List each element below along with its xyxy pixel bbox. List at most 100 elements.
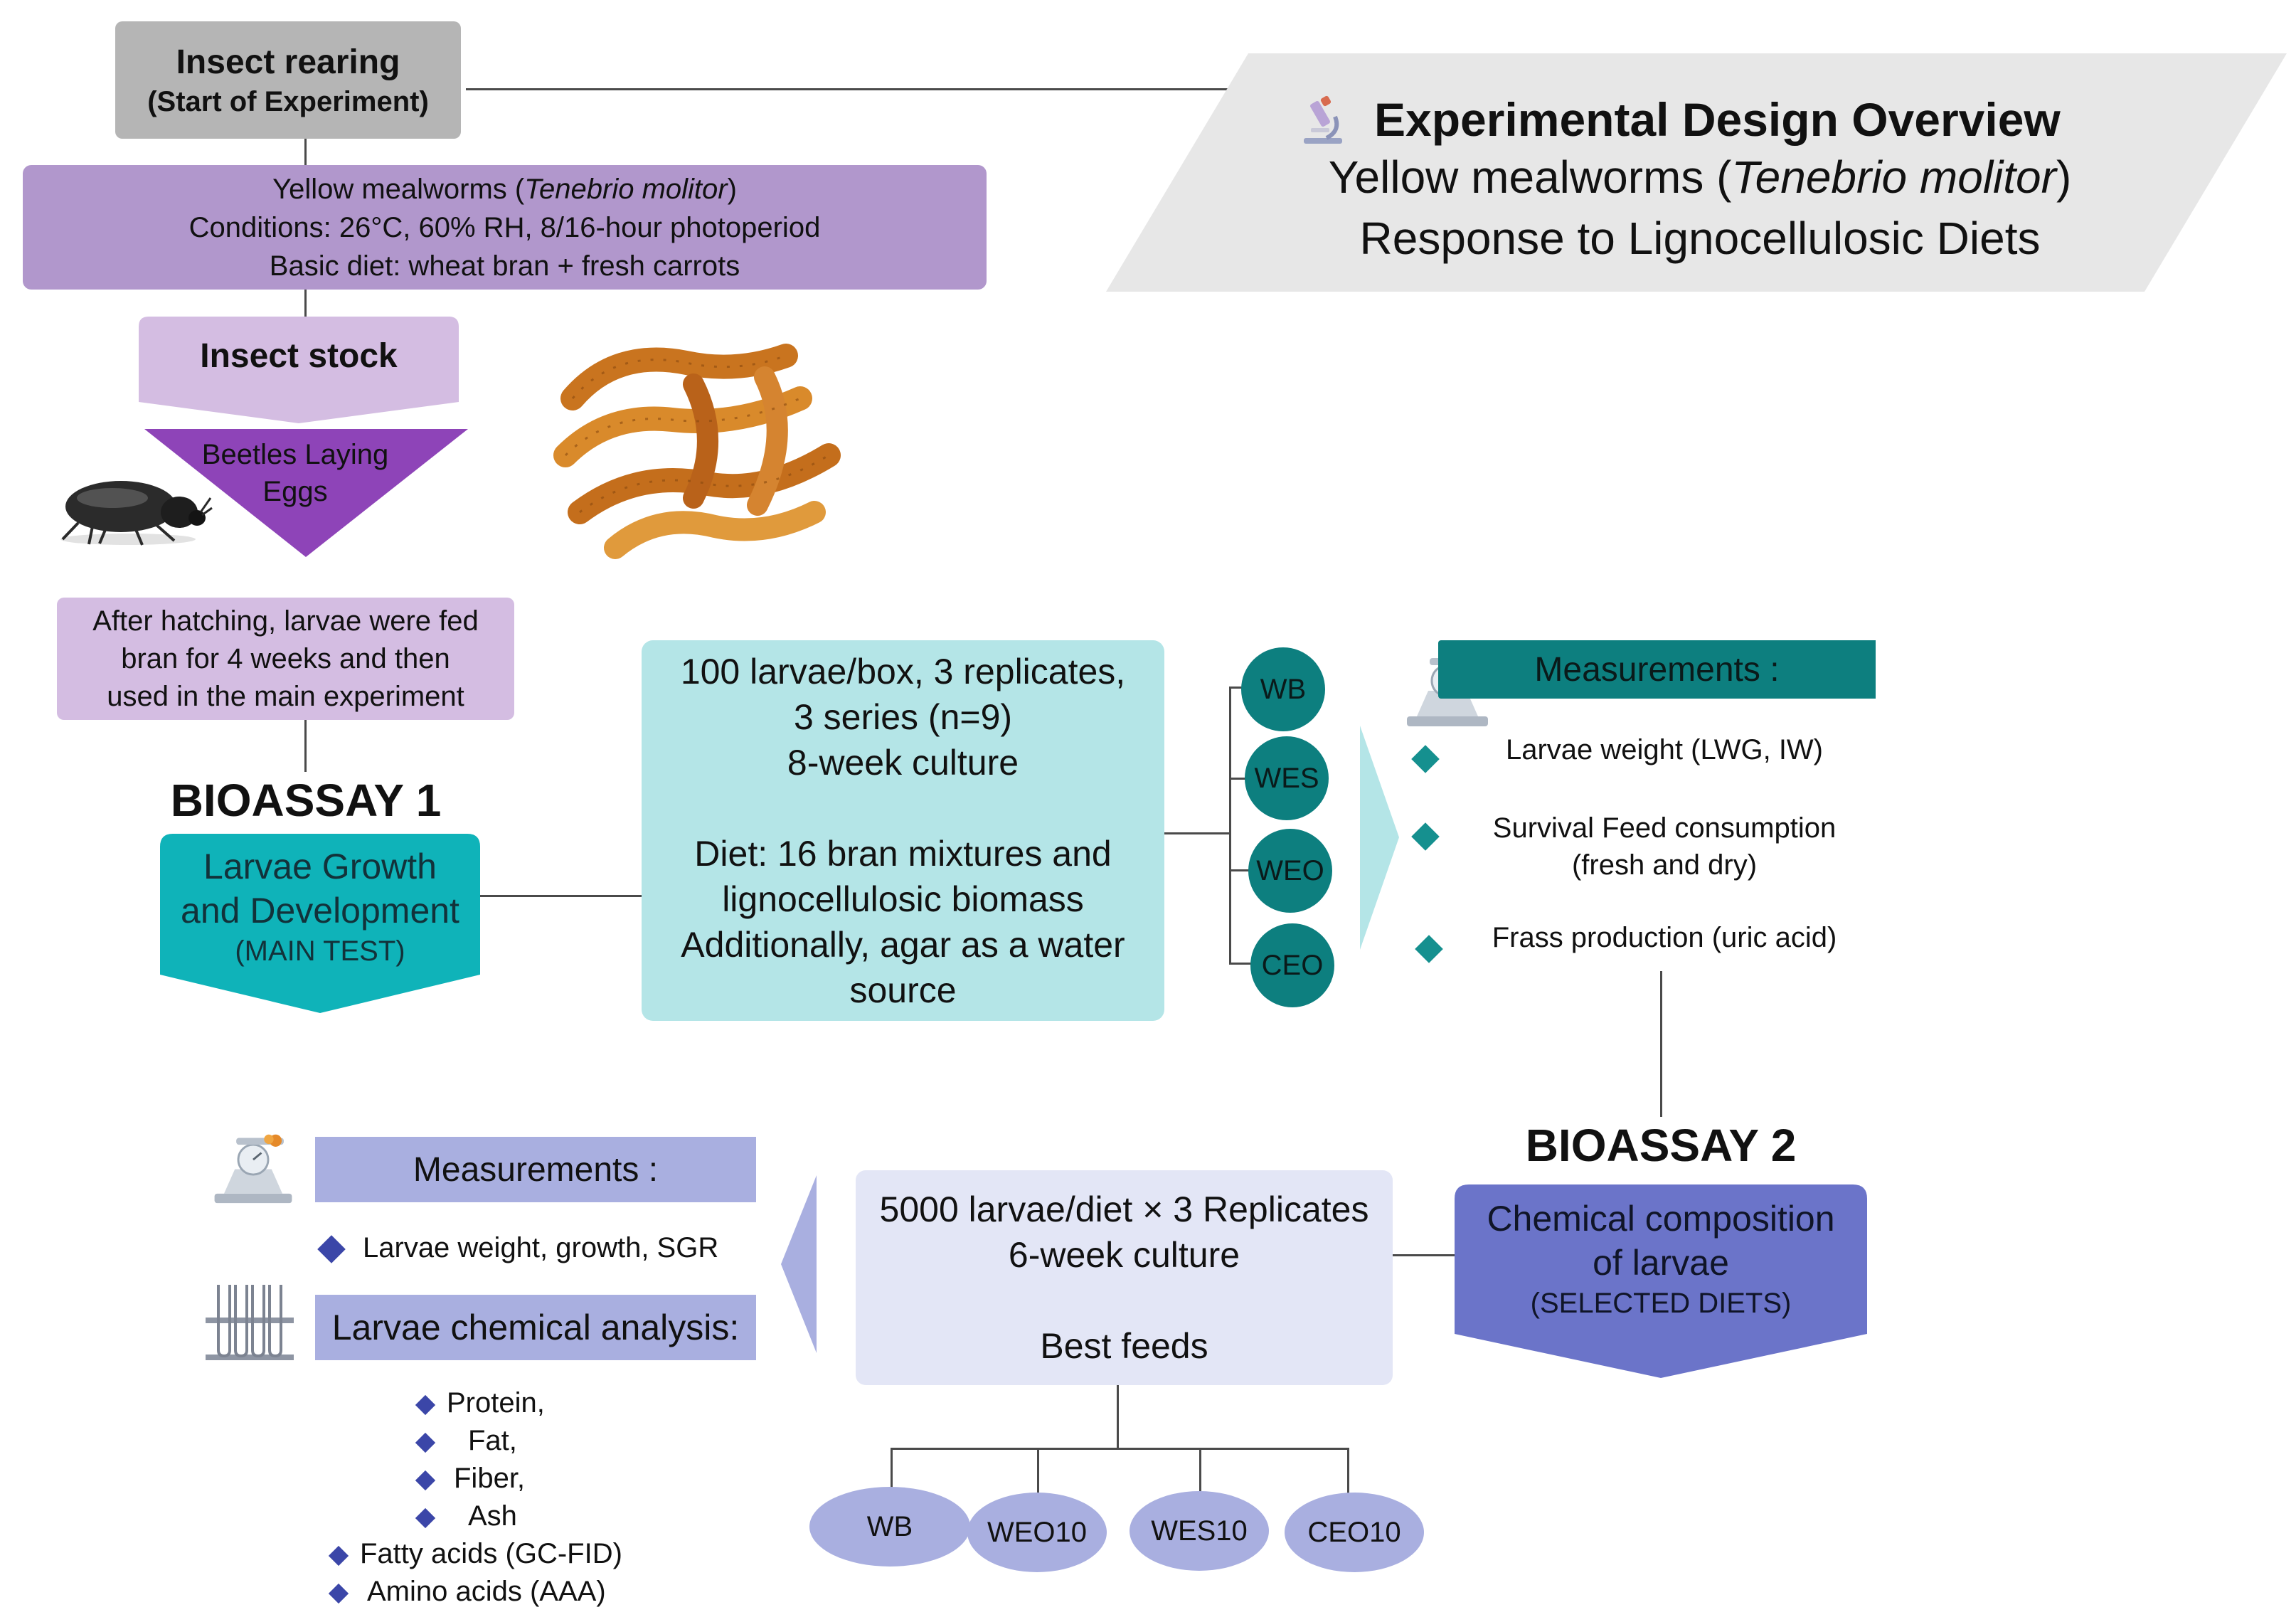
diet1-circle-wb: WB	[1241, 647, 1325, 731]
conditions-diet-line: Basic diet: wheat bran + fresh carrots	[269, 250, 740, 282]
title-species-prefix: Yellow mealworms (	[1328, 152, 1732, 203]
design1-box: 100 larvae/box, 3 replicates, 3 series (…	[642, 640, 1164, 1021]
connector-main-spine-3	[304, 719, 307, 772]
connector-diet2-wb	[891, 1448, 893, 1498]
rearing-conditions-box: Yellow mealworms (Tenebrio molitor) Cond…	[23, 165, 987, 290]
analysis-item-fat: Fat,	[415, 1425, 517, 1457]
diet1-circle-weo: WEO	[1248, 829, 1332, 913]
measure1-item-2: Survival Feed consumption (fresh and dry…	[1451, 810, 1878, 884]
design1-line6: Additionally, agar as a water	[681, 924, 1125, 965]
connector-diets1-bracket	[1229, 687, 1231, 964]
chemical-analysis-header: Larvae chemical analysis:	[315, 1295, 756, 1360]
title-species-name: Tenebrio molitor	[1731, 152, 2056, 203]
measure1-item-2a: Survival Feed consumption	[1492, 812, 1837, 844]
diet1-label-wes: WES	[1254, 762, 1319, 794]
test-tubes-icon	[203, 1281, 297, 1362]
bioassay2-line1: Chemical composition	[1487, 1199, 1835, 1239]
analysis-item-amino-acids: Amino acids (AAA)	[328, 1576, 606, 1608]
connector-bioassay2-design2	[1391, 1254, 1455, 1256]
conditions-species-suffix: )	[727, 173, 737, 205]
analysis-label-ash: Ash	[468, 1500, 517, 1532]
hatching-line3: used in the main experiment	[107, 680, 464, 712]
scale-icon-2	[208, 1131, 299, 1206]
bioassay1-line1: Larvae Growth	[203, 847, 437, 886]
design2-line2: 6-week culture	[1008, 1235, 1240, 1275]
connector-bioassay1-design1	[478, 895, 642, 897]
diet2-label-weo10: WEO10	[987, 1516, 1088, 1548]
analysis-item-fiber: Fiber,	[415, 1463, 525, 1495]
design1-line5: lignocellulosic biomass	[722, 879, 1084, 919]
measure1-item-1: Larvae weight (LWG, IW)	[1505, 734, 1824, 765]
design1-line1: 100 larvae/box, 3 replicates,	[680, 651, 1126, 691]
hatching-line1: After hatching, larvae were fed	[92, 605, 479, 637]
microscope-icon	[1298, 91, 1348, 145]
design1-line4: Diet: 16 bran mixtures and	[694, 833, 1112, 874]
measure2-diamond-1	[317, 1235, 346, 1263]
diet2-label-wb: WB	[866, 1510, 913, 1542]
conditions-species-prefix: Yellow mealworms (	[272, 173, 525, 205]
bioassay2-heading: BIOASSAY 2	[1525, 1120, 1797, 1171]
connector-rearing-title	[466, 88, 1330, 90]
connector-main-spine-1	[304, 139, 307, 167]
measure2-item-1: Larvae weight, growth, SGR	[363, 1232, 719, 1263]
diet1-label-wb: WB	[1260, 673, 1307, 705]
bioassay2-line3: (SELECTED DIETS)	[1530, 1288, 1792, 1319]
diet2-ellipse-wb: WB	[809, 1487, 970, 1567]
diet1-label-weo: WEO	[1256, 854, 1324, 886]
diet2-label-wes10: WES10	[1151, 1515, 1248, 1547]
bioassay1-shape	[160, 834, 480, 1013]
hatching-line2: bran for 4 weeks and then	[121, 642, 450, 674]
analysis-bullet-fiber	[415, 1470, 436, 1491]
beetle-image	[50, 455, 213, 548]
title-panel-bg	[1106, 53, 2287, 292]
measurements2-header-text: Measurements :	[413, 1150, 659, 1189]
insect-rearing-box: Insect rearing (Start of Experiment)	[115, 21, 461, 139]
bioassay1-line2: and Development	[181, 891, 459, 931]
connector-diets2-bar	[891, 1448, 1349, 1450]
analysis-bullet-protein	[415, 1395, 436, 1416]
conditions-species-line: Yellow mealworms (Tenebrio molitor)	[272, 170, 737, 208]
diet2-label-ceo10: CEO10	[1307, 1516, 1401, 1548]
beetles-triangle	[144, 429, 468, 557]
design1-line2: 3 series (n=9)	[793, 696, 1013, 737]
conditions-climate-line: Conditions: 26°C, 60% RH, 8/16-hour phot…	[188, 211, 821, 243]
design2-line3: Best feeds	[1040, 1326, 1208, 1366]
measure1-diamond-1	[1411, 745, 1440, 773]
insect-stock-label: Insect stock	[200, 336, 398, 375]
beetles-label: Beetles Laying Eggs	[164, 434, 427, 512]
analysis-bullet-amino-acids	[328, 1584, 349, 1604]
measure1-diamond-2	[1411, 822, 1440, 851]
measure1-diamond-3	[1415, 935, 1443, 963]
bioassay1-line3: (MAIN TEST)	[235, 935, 405, 967]
design2-line1: 5000 larvae/diet × 3 Replicates	[879, 1189, 1369, 1229]
connector-main-spine-2	[304, 288, 307, 317]
measure1-item-3: Frass production (uric acid)	[1492, 922, 1837, 953]
diet2-ellipse-wes10: WES10	[1130, 1491, 1269, 1571]
measure1-item-2b: (fresh and dry)	[1571, 849, 1758, 881]
analysis-bullet-fat	[415, 1433, 436, 1453]
mealworms-image	[551, 334, 850, 569]
connector-diet2-wes10	[1199, 1448, 1201, 1498]
measurements1-header: Measurements :	[1438, 640, 1876, 699]
diet1-label-ceo: CEO	[1261, 949, 1324, 981]
arrow-to-measurements1	[1360, 726, 1399, 950]
title-line-species: Yellow mealworms (Tenebrio molitor)	[1280, 151, 2120, 203]
arrow-to-measurements2	[781, 1175, 817, 1353]
bioassay2-label: Chemical composition of larvae (SELECTED…	[1455, 1188, 1867, 1330]
connector-diet2-ceo10	[1347, 1448, 1349, 1498]
design1-line3: 8-week culture	[787, 742, 1019, 783]
diet1-circle-ceo: CEO	[1250, 923, 1334, 1007]
diet2-ellipse-ceo10: CEO10	[1285, 1493, 1424, 1572]
analysis-label-protein: Protein,	[447, 1387, 545, 1419]
conditions-species-name: Tenebrio molitor	[524, 173, 728, 205]
insect-rearing-title: Insect rearing	[176, 43, 400, 81]
connector-measure1-bioassay2	[1660, 971, 1662, 1117]
analysis-label-fat: Fat,	[468, 1425, 517, 1456]
analysis-bullet-fatty-acids	[328, 1546, 349, 1567]
bioassay2-shape	[1455, 1184, 1867, 1378]
connector-diet-wes	[1229, 778, 1259, 780]
analysis-label-fatty-acids: Fatty acids (GC-FID)	[360, 1538, 622, 1569]
insect-rearing-subtitle: (Start of Experiment)	[147, 85, 429, 117]
bioassay2-line2: of larvae	[1593, 1243, 1729, 1283]
measurements1-header-text: Measurements :	[1534, 650, 1780, 689]
